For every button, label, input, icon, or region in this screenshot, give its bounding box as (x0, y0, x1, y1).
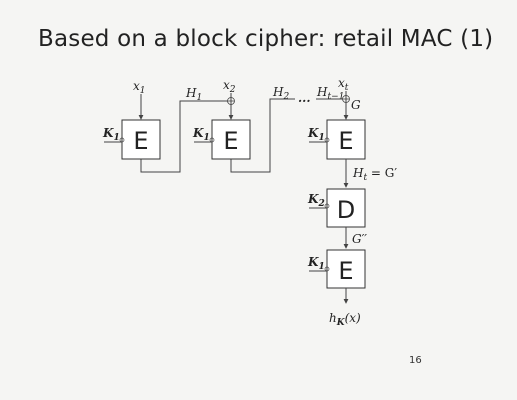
input-label-x2: x2 (223, 78, 236, 95)
chain-ellipsis: ... (298, 91, 311, 105)
slide-title: Based on a block cipher: retail MAC (1) (38, 26, 494, 52)
key-label-block-5: K1 (307, 255, 325, 272)
key-port-block-3 (324, 137, 330, 143)
chain-label-ht-1: Ht−1 (316, 85, 344, 102)
key-label-block-4: K2 (307, 192, 325, 209)
encrypt-block-final: E (326, 249, 366, 289)
page-number: 16 (409, 355, 422, 366)
key-port-block-1 (119, 137, 125, 143)
key-port-block-2 (209, 137, 215, 143)
decrypt-block: D (326, 188, 366, 228)
key-port-block-4 (324, 203, 330, 209)
ht-label: Ht = G′ (352, 166, 397, 183)
key-label-block-2: K1 (192, 126, 210, 143)
gpp-label: G′′ (352, 232, 367, 246)
svg-text:E: E (338, 127, 353, 155)
svg-text:E: E (223, 127, 238, 155)
g-label: G (351, 98, 361, 112)
key-label-block-3: K1 (307, 126, 325, 143)
chain-label-h1: H1 (185, 86, 202, 103)
svg-text:D: D (337, 196, 355, 224)
key-label-block-1: K1 (102, 126, 120, 143)
key-port-block-5 (324, 266, 330, 272)
input-label-x1: x1 (133, 79, 146, 96)
encrypt-block-3: E (326, 119, 366, 160)
encrypt-block-2: E (211, 119, 251, 160)
svg-text:E: E (133, 127, 148, 155)
encrypt-block-1: E (121, 119, 161, 160)
chain-label-h2: H2 (272, 85, 289, 102)
svg-text:E: E (338, 257, 353, 285)
chain-line-h1 (140, 100, 228, 173)
input-label-xt: xt (338, 76, 349, 93)
chain-line-h2 (230, 98, 295, 173)
output-label: hK(x) (329, 311, 361, 328)
